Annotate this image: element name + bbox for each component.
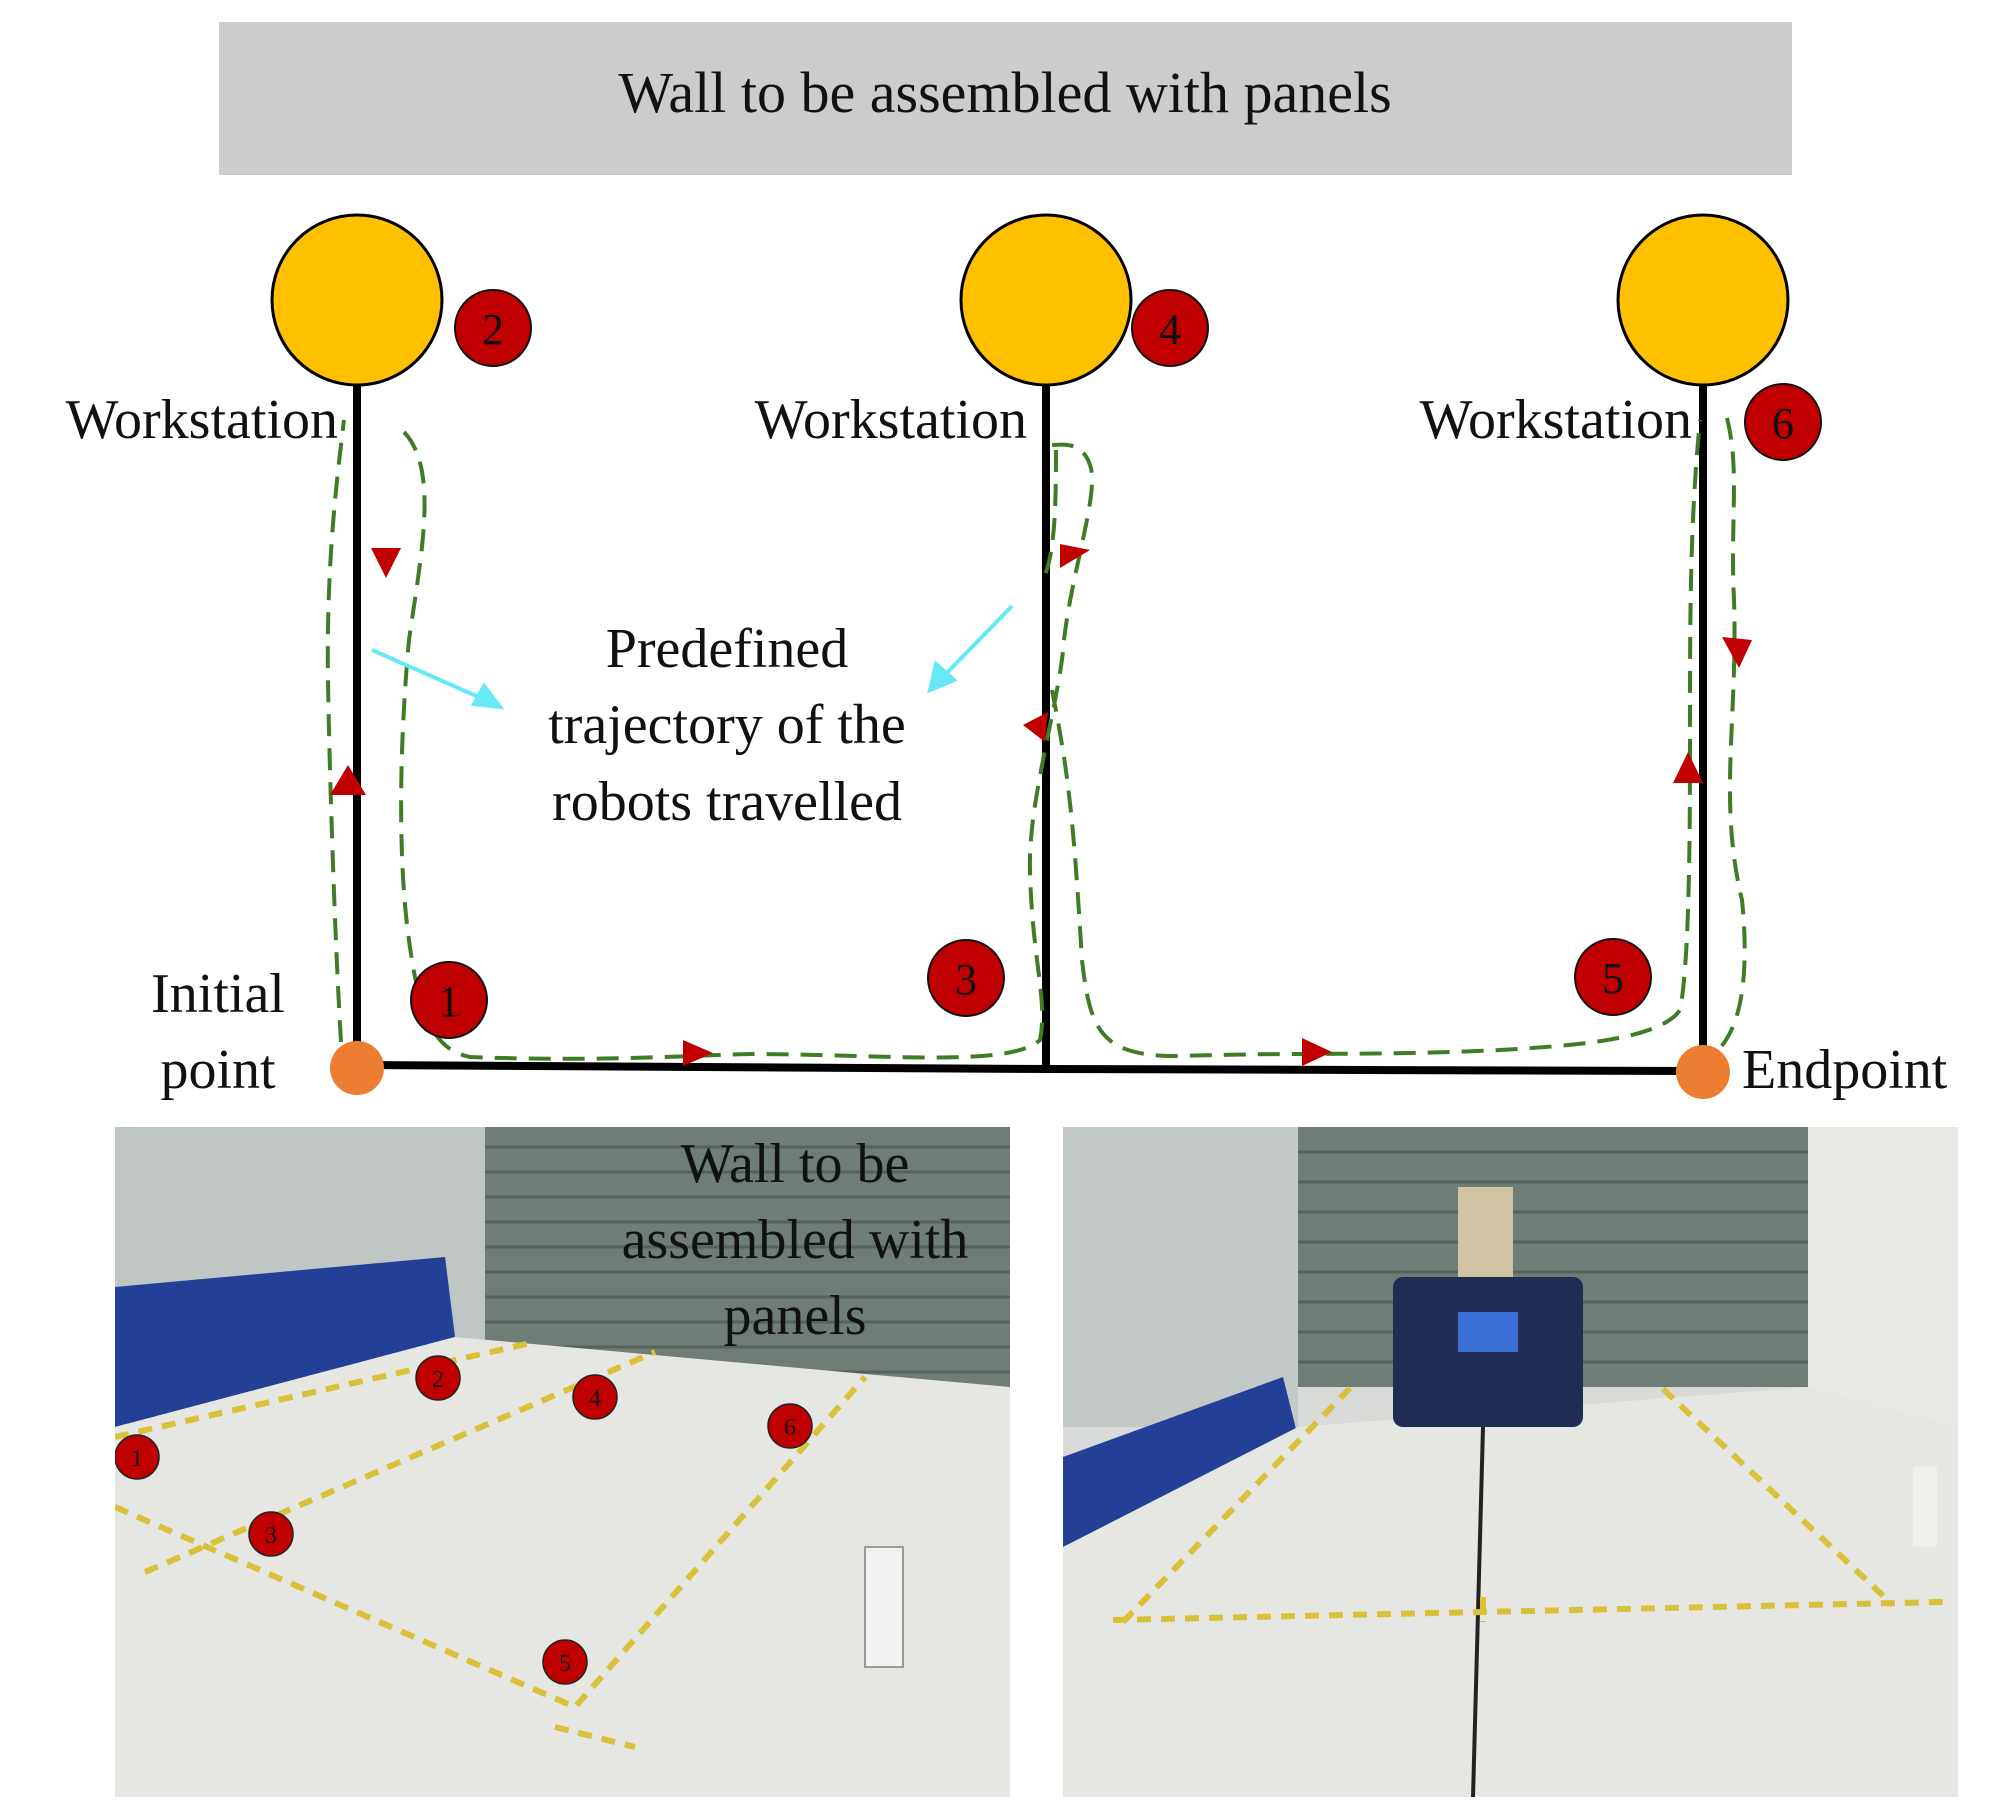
pointer-head-2 xyxy=(927,660,958,694)
endpoint-dot xyxy=(1676,1045,1730,1099)
trajectory-segment-3 xyxy=(1040,449,1058,582)
arrowhead-right-2 xyxy=(1302,1038,1332,1066)
pointer-line-2 xyxy=(938,604,1014,682)
trajectory-segment-2 xyxy=(399,430,1095,1061)
track-lines xyxy=(353,383,1707,1075)
header-banner xyxy=(219,22,1792,175)
floor xyxy=(115,1337,1010,1797)
shutter-door xyxy=(485,1127,1010,1387)
marker-6-label: 6 xyxy=(1772,399,1794,448)
marker-4: 4 xyxy=(1131,289,1209,367)
pointer-line-1 xyxy=(371,648,491,704)
photo-floor-markings: 1 2 3 4 5 6 Wall to be assembled with pa… xyxy=(115,1127,1010,1797)
pipe-post xyxy=(1913,1467,1937,1547)
trajectory-note-line3: robots travelled xyxy=(552,771,902,833)
marker-3: 3 xyxy=(927,939,1005,1017)
trajectory-segment-up-1 xyxy=(325,419,346,1043)
marker-3-label: 3 xyxy=(955,955,977,1004)
trajectory-segment-5 xyxy=(1714,417,1747,1054)
trajectory-segment-4 xyxy=(1050,419,1702,1059)
photo-marker-2: 2 xyxy=(432,1367,444,1393)
header-title: Wall to be assembled with panels xyxy=(618,60,1391,125)
photo-robot-platform xyxy=(1063,1127,1958,1797)
workstations xyxy=(270,213,1790,387)
marker-5: 5 xyxy=(1574,938,1652,1016)
arrowhead-down-1 xyxy=(371,548,401,578)
step-markers: 1 2 3 4 5 6 xyxy=(410,289,1822,1039)
track-main xyxy=(356,1061,1704,1075)
pointer-head-1 xyxy=(470,682,505,710)
photo-marker-1: 1 xyxy=(131,1446,143,1472)
direction-arrows xyxy=(330,544,1752,1066)
initial-label-line2: point xyxy=(160,1039,276,1101)
right-wall xyxy=(1808,1127,1958,1427)
photo-wall-label-line2: assembled with xyxy=(622,1209,969,1271)
photo-wall-label-line3: panels xyxy=(723,1285,866,1347)
workstation-label-3: Workstation xyxy=(1420,389,1692,451)
marker-1-label: 1 xyxy=(438,977,460,1026)
marker-1: 1 xyxy=(410,961,488,1039)
endpoint-label: Endpoint xyxy=(1742,1039,1948,1101)
photo-marker-6: 6 xyxy=(784,1415,796,1441)
blue-mats xyxy=(1063,1377,1298,1547)
workstation-circle-3 xyxy=(1616,213,1790,387)
photo-right-illustration xyxy=(1063,1127,1958,1797)
arrowhead-right-1 xyxy=(683,1040,713,1066)
trajectory-note-line2: trajectory of the xyxy=(548,694,906,756)
trajectory-note-line1: Predefined xyxy=(606,618,849,680)
photo-wall-label-line1: Wall to be xyxy=(681,1133,910,1195)
marker-2-label: 2 xyxy=(482,305,504,354)
marker-6: 6 xyxy=(1744,383,1822,461)
marker-4-label: 4 xyxy=(1159,305,1181,354)
workstation-label-2: Workstation xyxy=(755,389,1027,451)
pointer-arrows xyxy=(371,604,1014,710)
workstation-label-1: Workstation xyxy=(66,389,338,451)
initial-label-line1: Initial xyxy=(151,963,285,1025)
workstation-circle-1 xyxy=(270,213,444,387)
workstation-circle-2 xyxy=(959,213,1133,387)
trajectory-path xyxy=(325,417,1747,1061)
blue-mats xyxy=(115,1257,455,1427)
initial-point-dot xyxy=(330,1041,384,1095)
marker-2: 2 xyxy=(454,289,532,367)
arrowhead-down-3 xyxy=(1722,637,1752,668)
arrowhead-down-2 xyxy=(1060,544,1090,568)
photo-marker-4: 4 xyxy=(589,1386,601,1412)
floor xyxy=(1063,1387,1958,1797)
arrowhead-up-3 xyxy=(1673,752,1703,783)
marker-5-label: 5 xyxy=(1602,954,1624,1003)
arrowhead-up-1 xyxy=(330,765,366,795)
robot-screen xyxy=(1458,1312,1518,1352)
photo-marker-3: 3 xyxy=(265,1523,277,1549)
glass-wall xyxy=(1063,1127,1298,1427)
pipe-post xyxy=(864,1546,904,1668)
photo-left-illustration: 1 2 3 4 5 6 Wall to be assembled with pa… xyxy=(115,1127,1010,1797)
photo-marker-5: 5 xyxy=(559,1651,571,1677)
arrowhead-up-2 xyxy=(1023,712,1048,742)
